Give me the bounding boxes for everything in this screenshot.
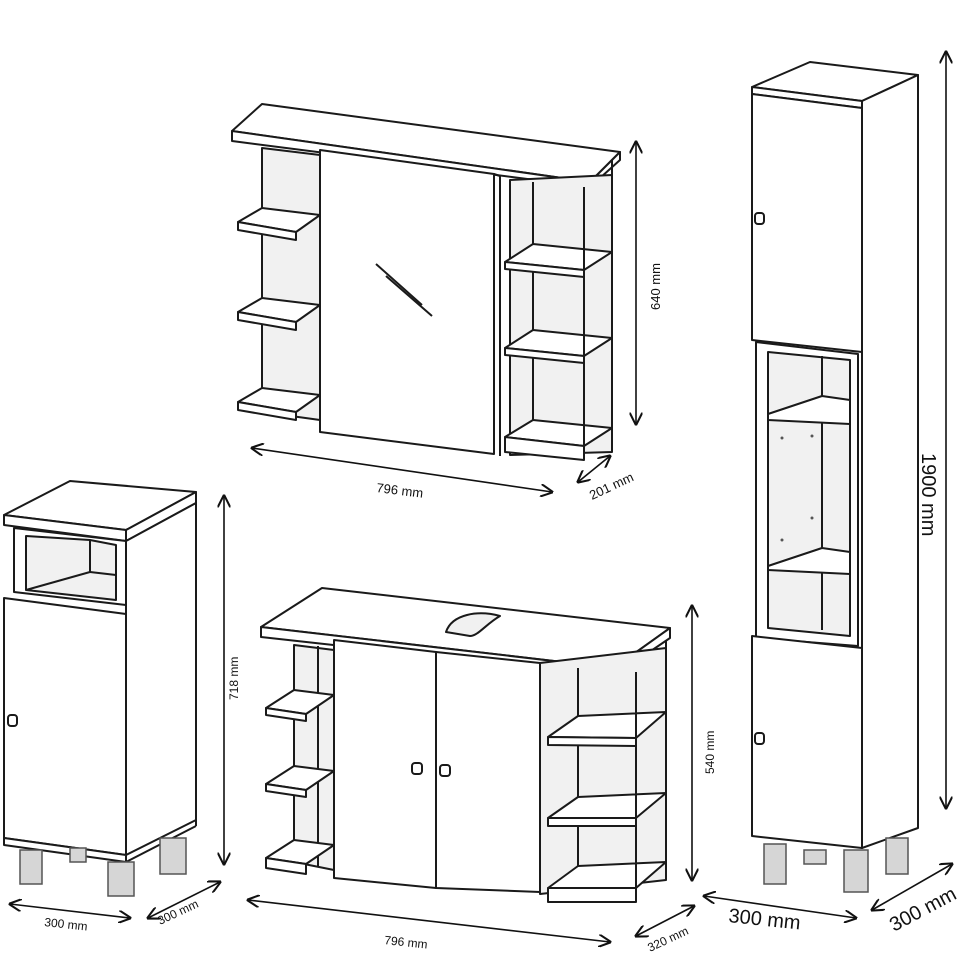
vanity-right-handle-icon [439, 764, 451, 777]
wall-right-shelf-back [509, 174, 613, 456]
tall-leg-2 [843, 849, 869, 893]
wall-width-label: 796 mm [376, 480, 424, 501]
tall-inner-shelf-2 [767, 547, 851, 575]
vanity-right-door [435, 651, 541, 893]
mirror-door [319, 149, 495, 455]
side-depth-arrow [148, 882, 220, 918]
wall-height-label: 640 mm [648, 263, 663, 310]
side-depth-label: 300 mm [155, 897, 200, 928]
wall-width-arrow [252, 448, 552, 492]
vanity-height-label: 540 mm [703, 731, 717, 774]
wall-depth-arrow [578, 456, 610, 482]
tall-depth-label: 300 mm [886, 883, 960, 936]
tall-upper-handle-icon [754, 212, 765, 225]
side-leg-2 [107, 861, 135, 897]
wall-mirror-cabinet [231, 103, 621, 461]
vanity-unit [260, 587, 671, 903]
vanity-width-arrow [248, 900, 610, 942]
tall-depth-arrow [872, 864, 952, 910]
side-width-arrow [10, 904, 130, 918]
tall-lower-handle-icon [754, 732, 765, 745]
side-leg-3 [159, 837, 187, 875]
tall-cabinet [751, 61, 919, 893]
tall-leg-3 [885, 837, 909, 875]
tall-leg-1 [763, 843, 787, 885]
side-cabinet-door [3, 597, 127, 856]
side-height-label: 718 mm [227, 657, 241, 700]
side-door-handle-icon [7, 714, 18, 727]
tall-lower-door [751, 635, 863, 849]
tall-width-label: 300 mm [727, 905, 801, 934]
side-cabinet-side-panel [125, 502, 197, 856]
tall-width-arrow [704, 896, 856, 918]
side-cabinet [3, 480, 197, 897]
tall-upper-door [751, 93, 863, 353]
vanity-width-label: 796 mm [384, 933, 429, 951]
wall-depth-label: 201 mm [587, 469, 636, 502]
wall-left-shelf-back [261, 147, 321, 421]
tall-height-label: 1900 mm [917, 453, 939, 536]
vanity-siphon-cutout [445, 612, 501, 637]
vanity-depth-arrow [636, 906, 694, 936]
vanity-left-handle-icon [411, 762, 423, 775]
side-width-label: 300 mm [44, 915, 89, 933]
tall-inner-shelf-1 [767, 395, 851, 425]
side-leg-1 [19, 849, 43, 885]
mirror-reflection-mark [375, 263, 423, 306]
tall-cabinet-side-panel [861, 74, 919, 849]
